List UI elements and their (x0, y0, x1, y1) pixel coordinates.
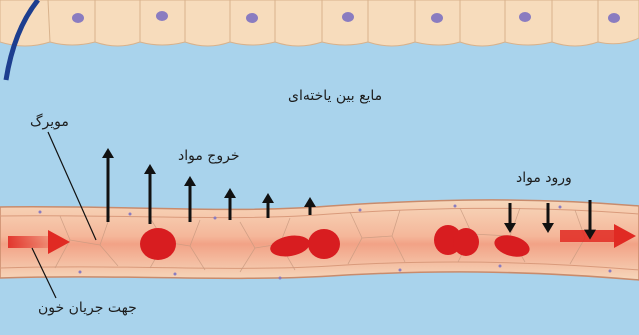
inflow-label: ورود مواد (516, 170, 572, 186)
interstitial-fluid-label: مایع بین یاخته‌ای (288, 88, 382, 104)
cell-nucleus (246, 13, 258, 23)
cell-nucleus (519, 12, 531, 22)
capillary-label: مویرگ (30, 114, 69, 130)
red-blood-cell (140, 228, 176, 260)
cell-nucleus (608, 13, 620, 23)
outflow-label: خروج مواد (178, 148, 239, 164)
cell-nucleus (342, 12, 354, 22)
cell-nucleus (156, 11, 168, 21)
red-blood-cell (453, 228, 479, 256)
blood-flow-direction-label: جهت جریان خون (38, 300, 137, 316)
cell-nucleus (431, 13, 443, 23)
cell-nucleus (72, 13, 84, 23)
red-blood-cell (308, 229, 340, 259)
tissue-cell-layer (0, 0, 639, 46)
